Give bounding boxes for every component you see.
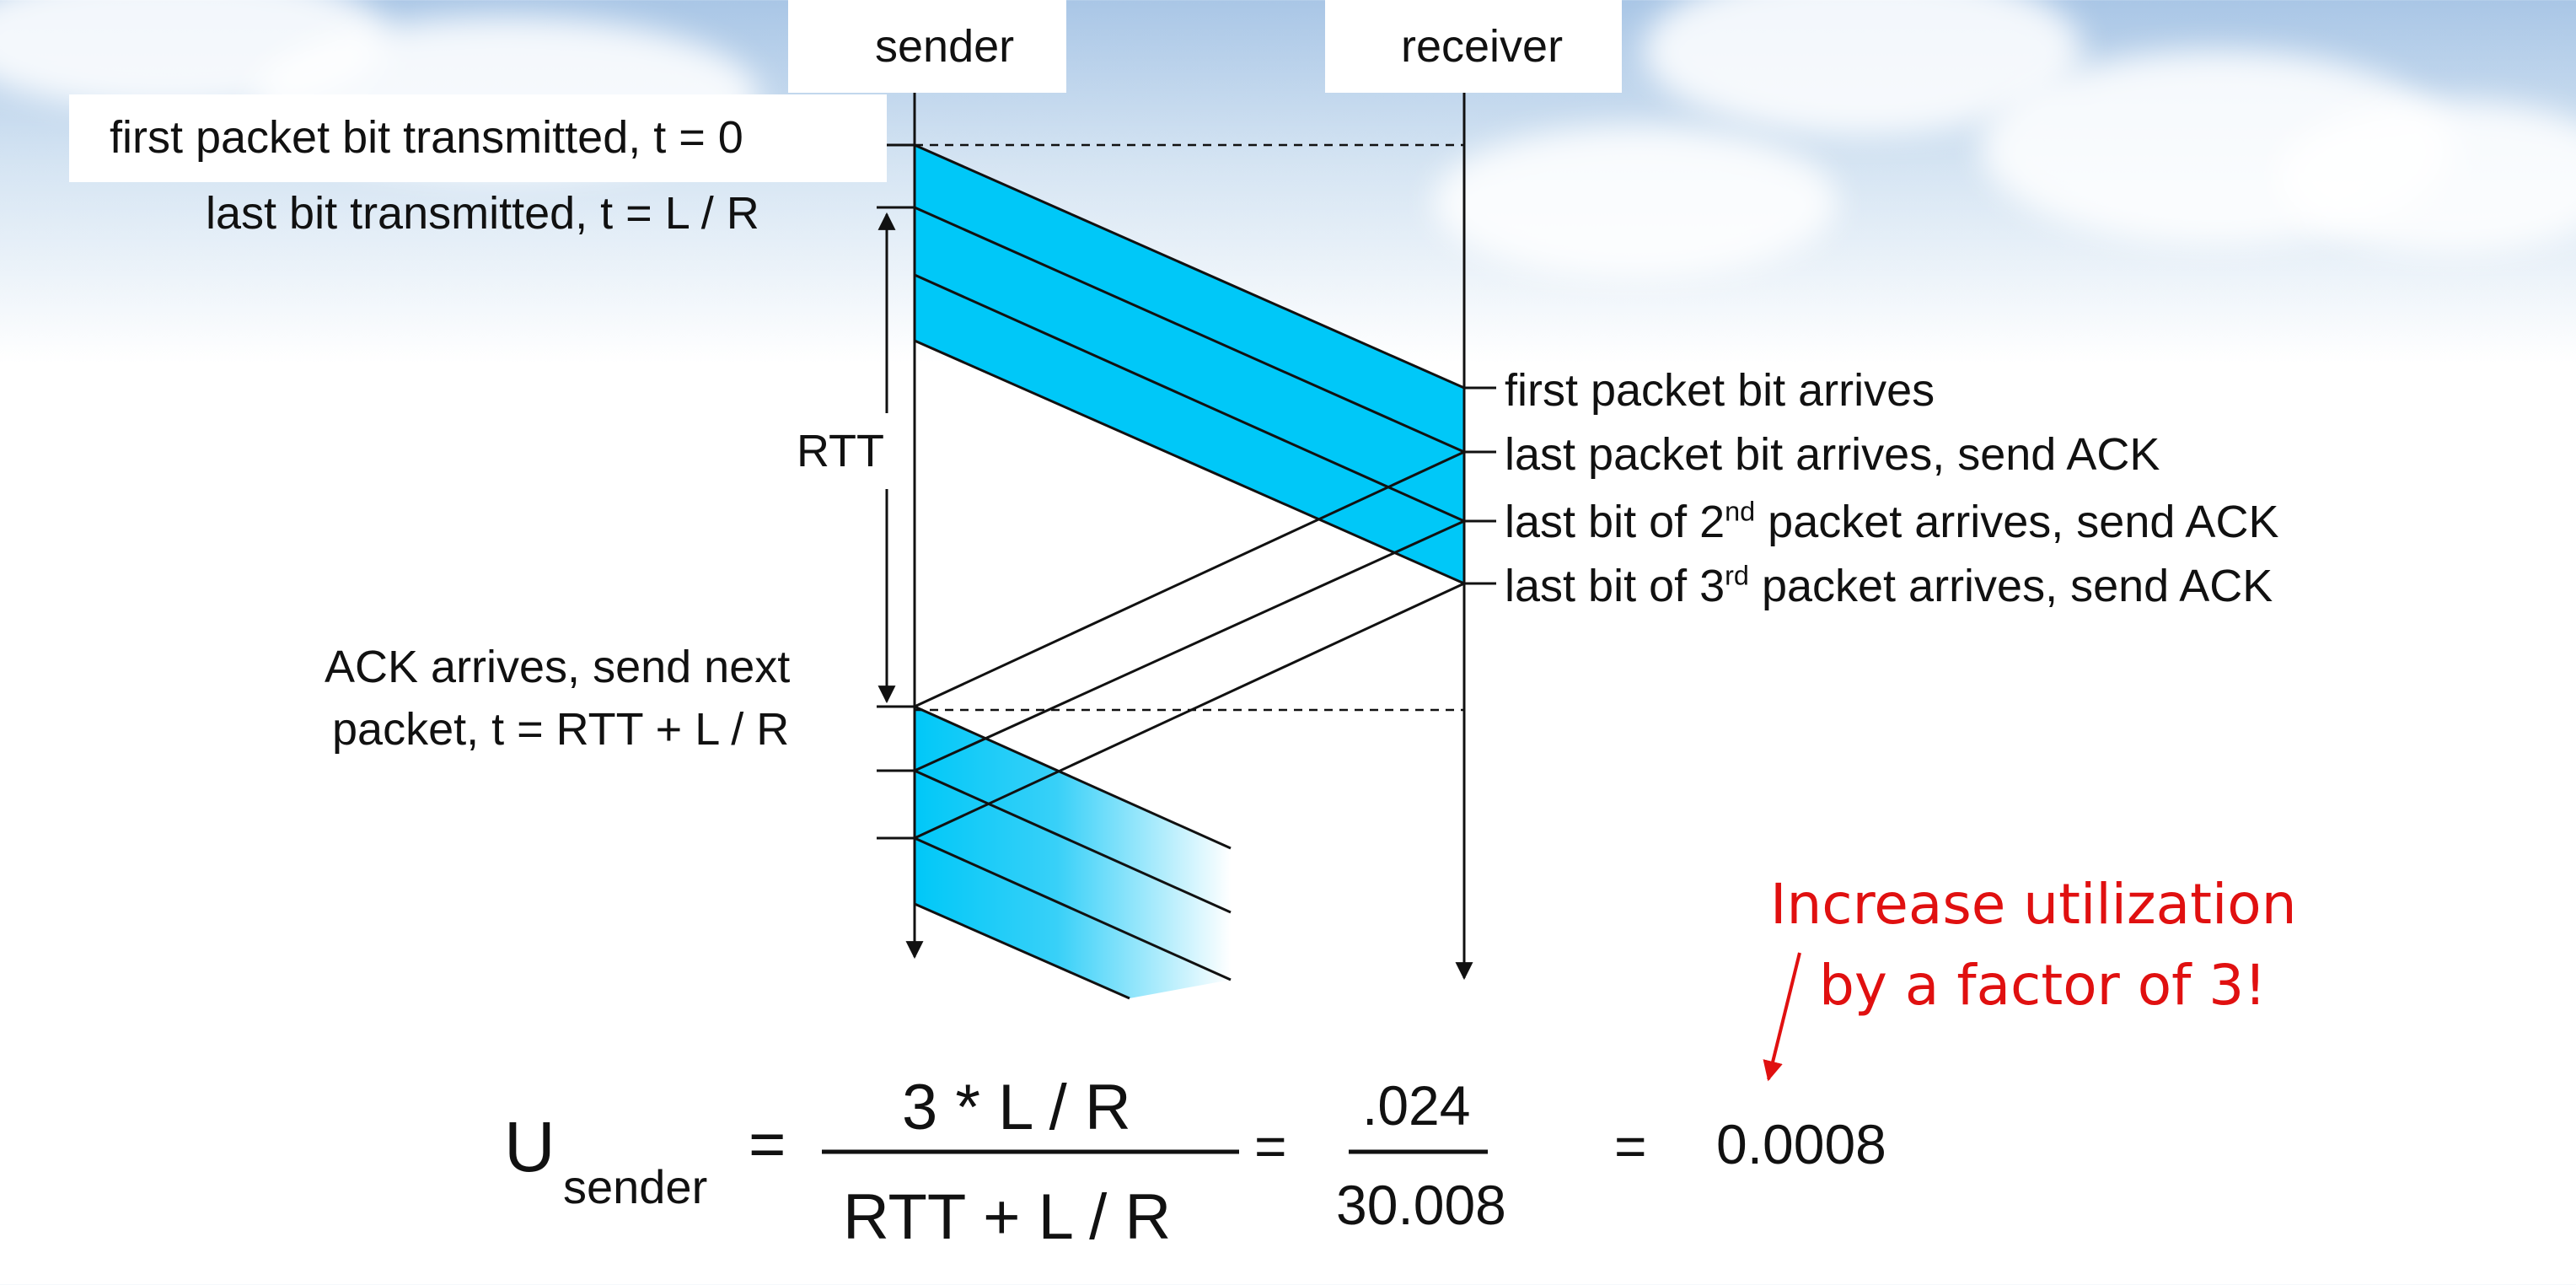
third-arrives-text: last bit of 3 <box>1505 561 1725 611</box>
rtt-label: RTT <box>797 426 884 476</box>
second-arrives-label: last bit of 2nd packet arrives, send ACK <box>1505 496 2279 547</box>
annotation-arrow <box>1763 952 1801 1082</box>
last-arrives-label: last packet bit arrives, send ACK <box>1505 429 2160 480</box>
formula-equals-2: = <box>1254 1115 1287 1177</box>
next-packet-band-1 <box>915 707 1231 912</box>
sender-header-box <box>788 0 1066 93</box>
next-packet-band-3 <box>915 838 1231 998</box>
first-bit-label: first packet bit transmitted, t = 0 <box>110 112 743 163</box>
ack-arrives-label-2: packet, t = RTT + L / R <box>332 704 790 755</box>
packet-outlines <box>914 143 1465 1000</box>
formula-equals-1: = <box>749 1109 786 1180</box>
sender-header: sender <box>875 21 1015 72</box>
formula-equals-3: = <box>1614 1115 1647 1177</box>
sender-ticks <box>877 143 915 840</box>
formula-denominator: RTT + L / R <box>843 1181 1172 1253</box>
packet-band-1 <box>915 145 1464 452</box>
receiver-header: receiver <box>1401 21 1564 72</box>
packet-band-2 <box>915 207 1464 521</box>
ack-arrives-label-1: ACK arrives, send next <box>325 642 791 692</box>
formula-den2: 30.008 <box>1336 1174 1506 1236</box>
second-arrives-sup: nd <box>1725 496 1756 527</box>
next-packet-band-2 <box>915 771 1231 980</box>
third-arrives-sup: rd <box>1725 560 1749 591</box>
second-arrives-text: last bit of 2 <box>1505 497 1725 547</box>
first-arrives-label: first packet bit arrives <box>1505 365 1935 416</box>
third-arrives-label: last bit of 3rd packet arrives, send ACK <box>1505 560 2273 611</box>
cloud <box>2276 101 2576 253</box>
receiver-ticks <box>1464 386 1496 585</box>
receiver-header-box <box>1325 0 1622 93</box>
cloud <box>1433 126 1838 278</box>
formula-result: 0.0008 <box>1716 1113 1886 1175</box>
second-arrives-text-end: packet arrives, send ACK <box>1755 497 2279 547</box>
third-arrives-text-end: packet arrives, send ACK <box>1748 561 2273 611</box>
formula-u: U <box>504 1107 555 1186</box>
first-bit-label-box <box>69 94 887 182</box>
formula-numerator: 3 * L / R <box>902 1072 1131 1143</box>
last-bit-label: last bit transmitted, t = L / R <box>206 188 759 239</box>
packet-band-3 <box>915 275 1464 583</box>
formula-u-subscript: sender <box>563 1160 708 1213</box>
annotation-line-2: by a factor of 3! <box>1819 953 2267 1018</box>
annotation-line-1: Increase utilization <box>1770 872 2297 937</box>
formula-num2: .024 <box>1362 1074 1471 1137</box>
